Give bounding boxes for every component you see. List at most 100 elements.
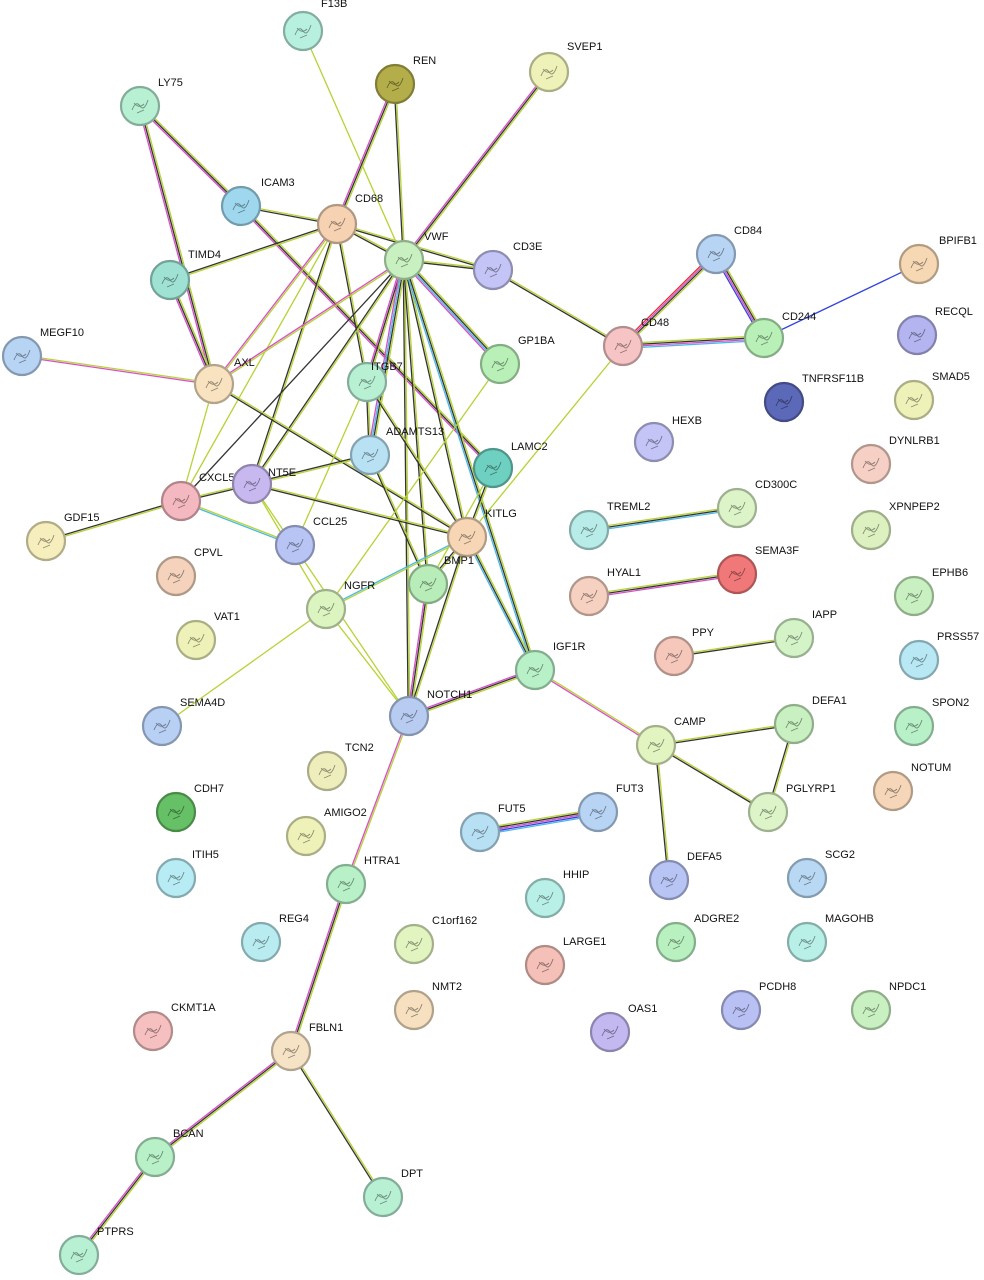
node-icam3[interactable]: ICAM3 [220, 177, 295, 227]
node-cd48[interactable]: CD48 [602, 317, 669, 367]
node-label: LAMC2 [511, 441, 548, 453]
edge-evidence-line [302, 30, 405, 261]
edge-evidence-line [589, 574, 738, 599]
node-xpnpep2[interactable]: XPNPEP2 [850, 501, 940, 551]
node-prss57[interactable]: PRSS57 [898, 631, 979, 681]
node-hhip[interactable]: HHIP [524, 869, 589, 919]
edge-evidence-line [656, 744, 671, 880]
node-htra1[interactable]: HTRA1 [325, 855, 400, 905]
edge-evidence-line [154, 1050, 292, 1158]
node-fut5[interactable]: FUT5 [459, 803, 526, 853]
node-timd4[interactable]: TIMD4 [149, 249, 221, 301]
node-treml2[interactable]: TREML2 [568, 501, 650, 551]
node-pglyrp1[interactable]: PGLYRP1 [747, 783, 836, 833]
protein-structure-icon [252, 935, 270, 950]
node-npdc1[interactable]: NPDC1 [850, 981, 926, 1031]
node-ccl25[interactable]: CCL25 [274, 516, 347, 566]
node-megf10[interactable]: MEGF10 [1, 327, 84, 377]
edge-evidence-line [252, 260, 406, 485]
edge-camp-pglyrp1 [655, 743, 769, 814]
protein-structure-icon [317, 602, 335, 617]
node-gp1ba[interactable]: GP1BA [479, 335, 555, 385]
node-label: CD3E [513, 241, 542, 253]
node-ckmt1a[interactable]: CKMT1A [132, 1002, 216, 1052]
node-dynlrb1[interactable]: DYNLRB1 [850, 435, 940, 485]
protein-structure-icon [167, 569, 185, 584]
node-cd3e[interactable]: CD3E [472, 241, 542, 291]
node-sema3f[interactable]: SEMA3F [716, 545, 799, 595]
node-itgb7[interactable]: ITGB7 [346, 361, 403, 403]
node-notum[interactable]: NOTUM [872, 762, 951, 812]
node-camp[interactable]: CAMP [635, 716, 706, 766]
edge-evidence-line [325, 608, 410, 717]
node-adgre2[interactable]: ADGRE2 [655, 913, 739, 963]
node-label: TREML2 [607, 501, 650, 513]
node-label: CAMP [674, 716, 706, 728]
node-svep1[interactable]: SVEP1 [528, 41, 602, 93]
edge-evidence-line [46, 501, 182, 543]
protein-structure-icon [759, 805, 777, 820]
node-bpifb1[interactable]: BPIFB1 [898, 235, 977, 285]
node-cd84[interactable]: CD84 [695, 225, 762, 275]
node-smad5[interactable]: SMAD5 [893, 371, 970, 421]
node-label: TIMD4 [188, 249, 221, 261]
node-fbln1[interactable]: FBLN1 [270, 1022, 343, 1072]
protein-structure-icon [798, 871, 816, 886]
node-amigo2[interactable]: AMIGO2 [285, 807, 367, 857]
edge-evidence-line [138, 106, 241, 208]
node-bmp1[interactable]: BMP1 [407, 555, 474, 605]
node-nt5e[interactable]: NT5E [231, 463, 296, 505]
node-scg2[interactable]: SCG2 [786, 849, 855, 899]
edge-axl-cxcl5 [180, 383, 215, 502]
node-ppy[interactable]: PPY [653, 627, 715, 677]
node-cd68[interactable]: CD68 [316, 193, 383, 245]
node-hyal1[interactable]: HYAL1 [568, 567, 641, 617]
node-magohb[interactable]: MAGOHB [786, 913, 874, 963]
node-bcan[interactable]: BCAN [134, 1128, 204, 1178]
node-gdf15[interactable]: GDF15 [25, 512, 99, 562]
node-c1orf162[interactable]: C1orf162 [393, 915, 477, 965]
node-defa1[interactable]: DEFA1 [773, 695, 847, 745]
node-ren[interactable]: REN [374, 55, 436, 105]
node-adamts13[interactable]: ADAMTS13 [349, 426, 444, 476]
node-label: AMIGO2 [324, 807, 367, 819]
node-sema4d[interactable]: SEMA4D [141, 697, 225, 747]
node-cxcl5[interactable]: CXCL5 [160, 472, 234, 522]
node-kitlg[interactable]: KITLG [446, 508, 517, 558]
node-vat1[interactable]: VAT1 [175, 611, 240, 661]
node-lamc2[interactable]: LAMC2 [472, 441, 548, 489]
node-reg4[interactable]: REG4 [240, 913, 309, 963]
node-cpvl[interactable]: CPVL [155, 547, 223, 597]
node-oas1[interactable]: OAS1 [589, 1003, 657, 1053]
node-notch1[interactable]: NOTCH1 [388, 689, 472, 737]
node-vwf[interactable]: VWF [383, 231, 449, 281]
node-cd300c[interactable]: CD300C [716, 479, 797, 529]
node-cdh7[interactable]: CDH7 [155, 783, 224, 833]
edge-evidence-line [140, 105, 217, 384]
node-f13b[interactable]: F13B [282, 0, 347, 52]
node-label: TNFRSF11B [802, 373, 864, 385]
node-recql[interactable]: RECQL [896, 306, 973, 356]
node-pcdh8[interactable]: PCDH8 [720, 981, 796, 1031]
node-igf1r[interactable]: IGF1R [514, 641, 585, 691]
node-tnfrsf11b[interactable]: TNFRSF11B [763, 373, 864, 423]
node-cd244[interactable]: CD244 [743, 311, 816, 359]
edge-evidence-line [534, 670, 656, 747]
node-defa5[interactable]: DEFA5 [648, 851, 722, 901]
node-nmt2[interactable]: NMT2 [393, 981, 462, 1031]
node-iapp[interactable]: IAPP [773, 609, 837, 659]
node-label: C1orf162 [432, 915, 477, 927]
node-label: CCL25 [313, 516, 347, 528]
node-hexb[interactable]: HEXB [633, 415, 702, 463]
node-spon2[interactable]: SPON2 [893, 697, 969, 747]
node-tcn2[interactable]: TCN2 [306, 742, 374, 792]
node-dpt[interactable]: DPT [362, 1168, 423, 1218]
node-large1[interactable]: LARGE1 [524, 936, 606, 986]
node-ephb6[interactable]: EPHB6 [893, 567, 968, 617]
node-ly75[interactable]: LY75 [119, 77, 183, 127]
node-ptprs[interactable]: PTPRS [58, 1226, 134, 1276]
node-fut3[interactable]: FUT3 [577, 783, 644, 833]
node-axl[interactable]: AXL [193, 357, 255, 405]
node-ngfr[interactable]: NGFR [305, 580, 375, 630]
node-itih5[interactable]: ITIH5 [155, 849, 219, 899]
